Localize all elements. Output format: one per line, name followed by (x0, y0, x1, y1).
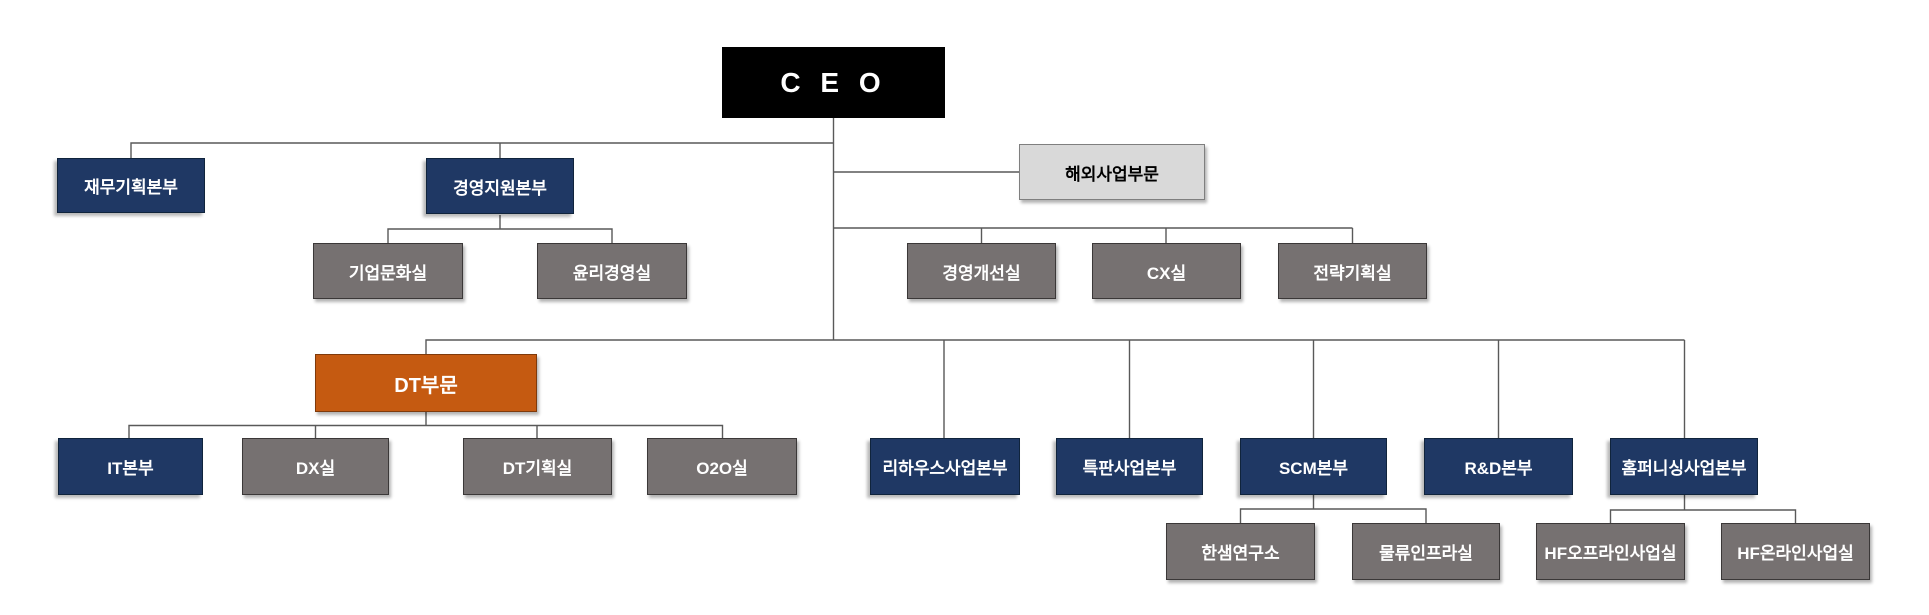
node-home-furnishing-hq: 홈퍼니싱사업본부 (1610, 438, 1758, 495)
node-scm-hq: SCM본부 (1240, 438, 1387, 495)
node-corporate-culture-office: 기업문화실 (313, 243, 463, 299)
node-ceo: C E O (722, 47, 945, 118)
node-management-support-hq: 경영지원본부 (426, 158, 574, 214)
node-cx-office: CX실 (1092, 243, 1241, 299)
connector-dt-sub (128, 412, 724, 438)
node-dx-office: DX실 (242, 438, 389, 495)
node-dt-planning-office: DT기획실 (463, 438, 612, 495)
node-rnd-hq: R&D본부 (1424, 438, 1573, 495)
connector-mgmt-support-sub (387, 215, 613, 243)
node-logistics-infra-office: 물류인프라실 (1352, 523, 1500, 580)
node-rehaus-business-hq: 리하우스사업본부 (870, 438, 1020, 495)
connector-right-staff-branch (833, 227, 1354, 243)
node-o2o-office: O2O실 (647, 438, 797, 495)
node-dt-division: DT부문 (315, 354, 537, 412)
node-management-improvement-office: 경영개선실 (907, 243, 1056, 299)
node-ethics-management-office: 윤리경영실 (537, 243, 687, 299)
node-hf-offline-business-office: HF오프라인사업실 (1536, 523, 1685, 580)
node-strategic-planning-office: 전략기획실 (1278, 243, 1427, 299)
connector-scm-sub (1239, 495, 1427, 523)
connector-home-furnishing-sub (1609, 495, 1797, 523)
node-overseas-business-division: 해외사업부문 (1019, 144, 1205, 200)
node-special-sales-hq: 특판사업본부 (1056, 438, 1203, 495)
node-hansem-research-lab: 한샘연구소 (1166, 523, 1315, 580)
connector-main-lower-branch (425, 339, 1686, 438)
node-it-hq: IT본부 (58, 438, 203, 495)
node-finance-planning-hq: 재무기획본부 (57, 158, 205, 213)
connector-left-branch (130, 142, 834, 158)
node-hf-online-business-office: HF온라인사업실 (1721, 523, 1870, 580)
